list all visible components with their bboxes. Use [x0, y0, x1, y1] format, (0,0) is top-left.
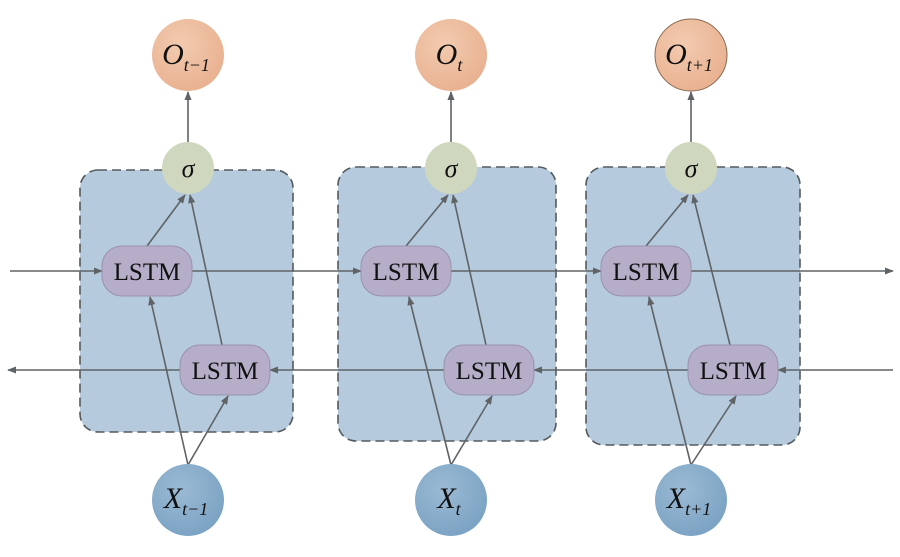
label-base: X: [666, 482, 687, 515]
input-to-forward-arrow: [647, 296, 692, 466]
lstm-forward-label: LSTM: [114, 259, 181, 286]
label-base: O: [162, 38, 184, 71]
label-base: X: [163, 482, 184, 515]
lstm-forward-cell: [101, 245, 193, 297]
output-node: [654, 18, 728, 92]
sigma-label: σ: [685, 154, 699, 183]
label-subscript: t+1: [685, 499, 711, 519]
input-to-backward-arrow: [187, 395, 229, 466]
backward-to-sigma-arrow: [691, 194, 731, 346]
input-node: [152, 464, 224, 536]
bilstm-block-2: [585, 166, 801, 446]
input-node: [655, 464, 727, 536]
lstm-backward-label: LSTM: [456, 358, 523, 385]
bilstm-block-0: [79, 169, 294, 433]
input-to-forward-arrow: [148, 296, 189, 466]
output-label: Ot+1: [665, 38, 713, 75]
label-base: O: [665, 38, 687, 71]
input-node: [415, 464, 487, 536]
output-label: Ot−1: [162, 38, 210, 75]
label-subscript: t+1: [687, 55, 713, 75]
label-subscript: t: [456, 499, 462, 519]
lstm-forward-label: LSTM: [373, 259, 440, 286]
output-node: [152, 19, 224, 91]
lstm-forward-cell: [600, 245, 692, 297]
sigma-node: [425, 142, 477, 194]
forward-to-sigma-arrow: [405, 194, 449, 247]
sigma-node: [665, 142, 717, 194]
lstm-backward-cell: [179, 344, 271, 396]
lstm-backward-label: LSTM: [700, 358, 767, 385]
lstm-backward-label: LSTM: [192, 358, 259, 385]
input-label: Xt+1: [666, 482, 711, 519]
label-base: O: [436, 38, 458, 71]
forward-to-sigma-arrow: [146, 194, 186, 247]
label-subscript: t: [457, 55, 463, 75]
lstm-backward-cell: [443, 344, 535, 396]
lstm-backward-cell: [687, 344, 779, 396]
input-to-backward-arrow: [690, 395, 737, 466]
sigma-label: σ: [445, 154, 459, 183]
label-subscript: t−1: [184, 55, 210, 75]
output-label: Ot: [436, 38, 464, 75]
label-subscript: t−1: [182, 499, 208, 519]
backward-to-sigma-arrow: [451, 194, 487, 346]
forward-to-sigma-arrow: [645, 194, 689, 247]
input-to-forward-arrow: [407, 296, 452, 466]
lstm-forward-cell: [360, 245, 452, 297]
input-label: Xt−1: [163, 482, 208, 519]
lstm-forward-label: LSTM: [613, 259, 680, 286]
bilstm-block-1: [337, 166, 557, 442]
backward-to-sigma-arrow: [188, 194, 223, 346]
label-base: X: [436, 482, 457, 515]
output-node: [415, 19, 487, 91]
input-to-backward-arrow: [450, 395, 493, 466]
sigma-node: [162, 142, 214, 194]
input-label: Xt: [436, 482, 461, 519]
sigma-label: σ: [182, 154, 196, 183]
